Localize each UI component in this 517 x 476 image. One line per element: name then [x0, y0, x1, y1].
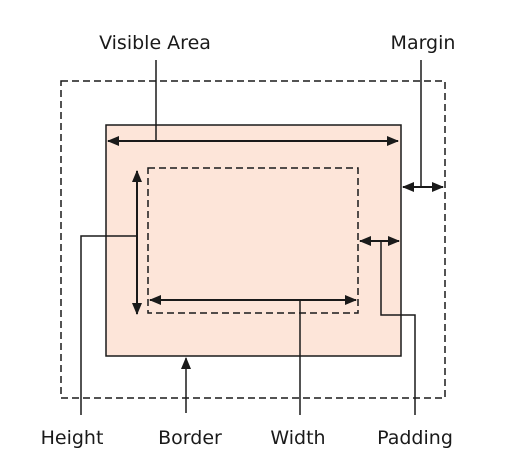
border-label: Border: [158, 427, 222, 449]
visible-area-label: Visible Area: [99, 32, 211, 54]
padding-label: Padding: [377, 427, 453, 449]
margin-box: [60, 80, 446, 399]
content-box: [147, 167, 359, 314]
margin-label: Margin: [391, 32, 456, 54]
height-leader: [80, 235, 137, 415]
padding-leader: [380, 241, 416, 415]
height-label: Height: [41, 427, 104, 449]
width-label: Width: [270, 427, 325, 449]
border-box: [105, 124, 402, 357]
